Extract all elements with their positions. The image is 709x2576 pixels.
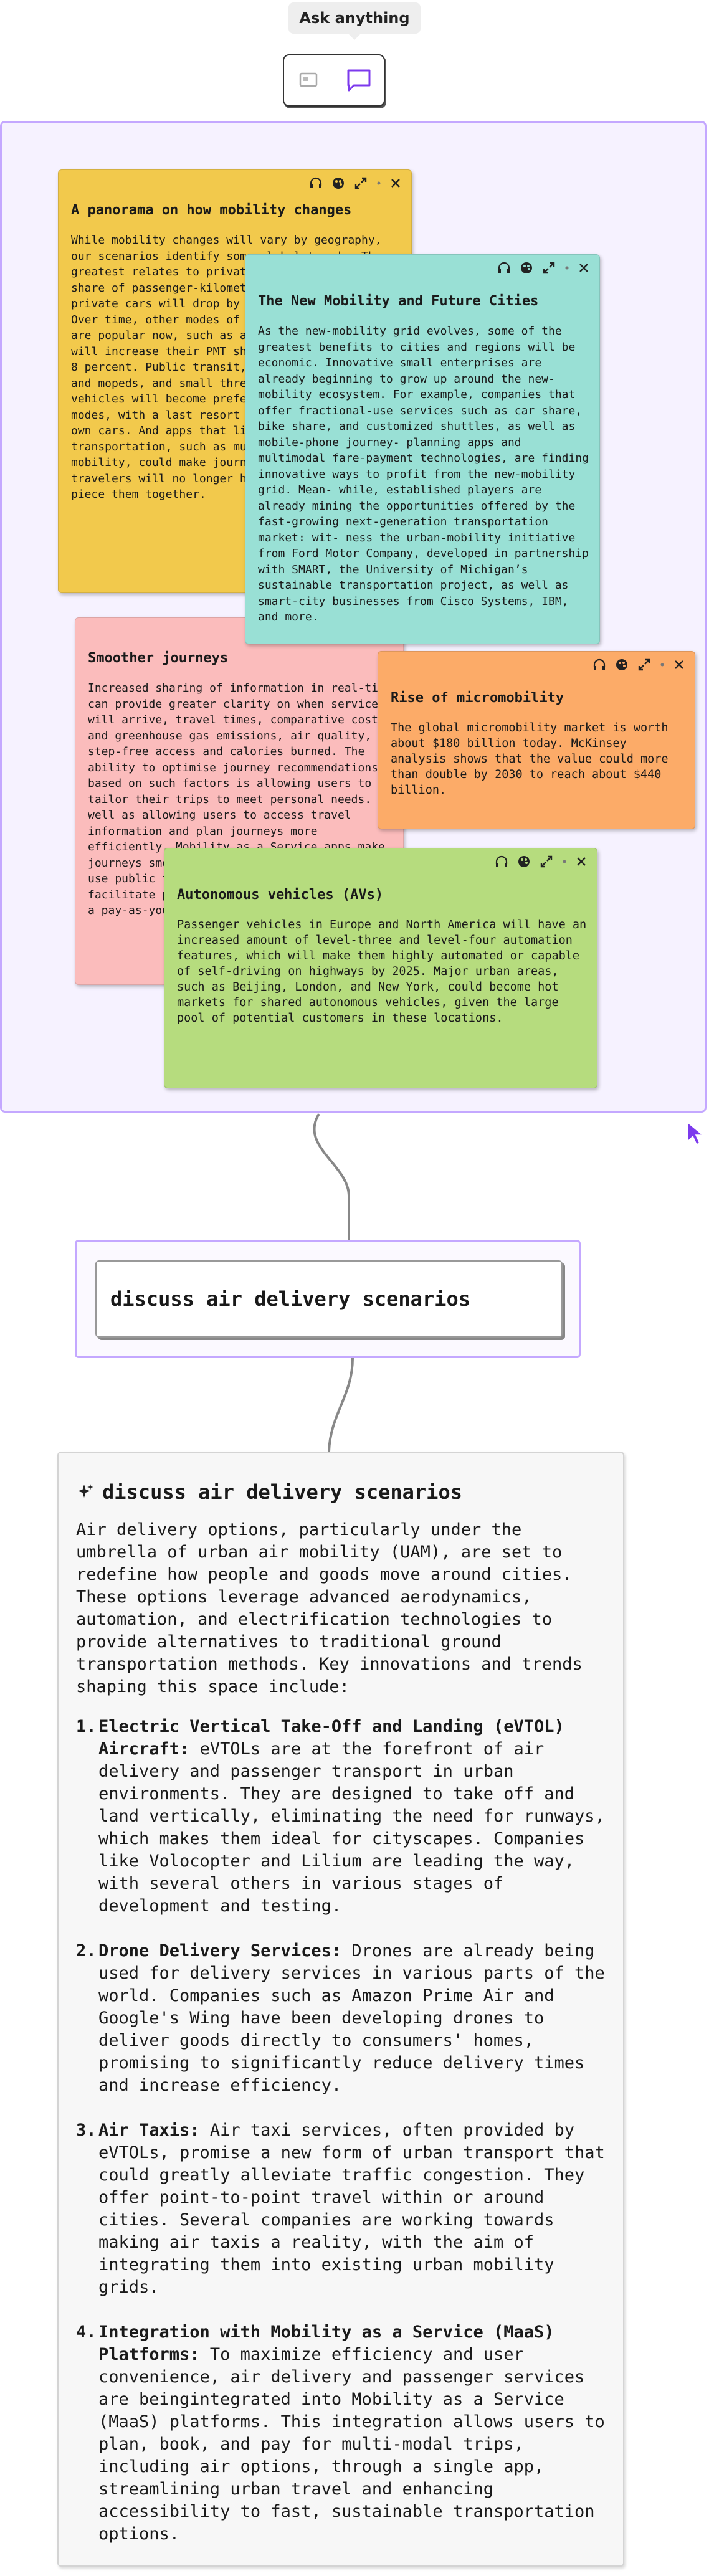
image-mode-button[interactable] (294, 65, 324, 95)
expand-icon[interactable] (540, 855, 553, 868)
ask-anything-label: Ask anything (299, 9, 410, 27)
list-item-number: 1. (76, 1717, 97, 1736)
dot-icon (377, 181, 381, 185)
note-toolbar (592, 658, 685, 672)
headphones-icon[interactable] (309, 177, 323, 189)
note-toolbar (309, 176, 401, 190)
list-item: 2.Drone Delivery Services: Drones are al… (76, 1940, 606, 2097)
answer-header: discuss air delivery scenarios (76, 1480, 462, 1504)
palette-icon[interactable] (331, 176, 345, 190)
note-title: Smoother journeys (88, 650, 229, 666)
list-item-text: eVTOLs are at the forefront of air deliv… (98, 1739, 605, 1916)
list-item: 4.Integration with Mobility as a Service… (76, 2321, 606, 2545)
list-item-title: Electric Vertical Take-Off and Landing (… (98, 1717, 564, 1759)
list-item-title: Air Taxis: (98, 2121, 200, 2140)
list-item-text: Air taxi services, often provided by eVT… (98, 2121, 605, 2297)
close-icon[interactable] (390, 178, 401, 189)
mode-switch (283, 54, 385, 107)
note-body: The global micromobility market is worth… (391, 721, 669, 797)
note-body: Passenger vehicles in Europe and North A… (177, 918, 587, 1025)
list-item-title: Integration with Mobility as a Service (… (98, 2322, 554, 2364)
chat-mode-button[interactable] (344, 65, 374, 95)
notes-canvas[interactable]: A panorama on how mobility changes While… (0, 121, 707, 1113)
list-item-number: 2. (76, 1941, 97, 1961)
dot-icon (565, 266, 569, 270)
list-item-text: Drones are already being used for delive… (98, 1941, 605, 2095)
note-autonomous-vehicles[interactable]: Autonomous vehicles (AVs) Passenger vehi… (164, 848, 597, 1088)
palette-icon[interactable] (615, 658, 629, 672)
note-body: As the new-mobility grid evolves, some o… (258, 325, 589, 624)
note-title: Rise of micromobility (391, 690, 564, 706)
prompt-node[interactable]: discuss air delivery scenarios (75, 1240, 581, 1358)
headphones-icon[interactable] (497, 262, 511, 274)
prompt-card[interactable]: discuss air delivery scenarios (95, 1260, 563, 1338)
note-title: Autonomous vehicles (AVs) (177, 887, 384, 903)
prompt-text: discuss air delivery scenarios (110, 1287, 470, 1311)
ask-anything-tooltip: Ask anything (288, 2, 421, 40)
close-icon[interactable] (578, 262, 589, 273)
expand-icon[interactable] (354, 176, 368, 190)
image-icon (299, 72, 318, 87)
note-toolbar (495, 855, 587, 868)
dot-icon (563, 860, 566, 863)
list-item-text: To maximize efficiency and user convenie… (98, 2345, 605, 2544)
list-item-number: 3. (76, 2121, 97, 2140)
answer-intro: Air delivery options, particularly under… (76, 1520, 583, 1696)
note-title: The New Mobility and Future Cities (258, 293, 539, 309)
list-item: 3.Air Taxis: Air taxi services, often pr… (76, 2119, 606, 2299)
sparkle-icon (78, 1484, 93, 1498)
headphones-icon[interactable] (495, 855, 508, 868)
answer-list: 1.Electric Vertical Take-Off and Landing… (76, 1716, 606, 2568)
palette-icon[interactable] (520, 261, 533, 275)
palette-icon[interactable] (517, 855, 531, 868)
list-item: 1.Electric Vertical Take-Off and Landing… (76, 1716, 606, 1918)
answer-title: discuss air delivery scenarios (102, 1480, 462, 1504)
note-title: A panorama on how mobility changes (71, 202, 352, 218)
close-icon[interactable] (673, 659, 685, 670)
answer-card[interactable]: discuss air delivery scenarios Air deliv… (57, 1452, 624, 2567)
headphones-icon[interactable] (592, 658, 606, 671)
dot-icon (660, 663, 664, 667)
note-new-mobility-future-cities[interactable]: The New Mobility and Future Cities As th… (245, 254, 600, 644)
expand-icon[interactable] (637, 658, 651, 672)
close-icon[interactable] (576, 856, 587, 867)
expand-icon[interactable] (542, 261, 556, 275)
mouse-cursor-icon (687, 1121, 705, 1145)
list-item-number: 4. (76, 2322, 97, 2342)
chat-bubble-icon (347, 69, 371, 92)
list-item-title: Drone Delivery Services: (98, 1941, 342, 1961)
note-toolbar (497, 261, 589, 275)
note-rise-of-micromobility[interactable]: Rise of micromobility The global micromo… (378, 651, 695, 829)
